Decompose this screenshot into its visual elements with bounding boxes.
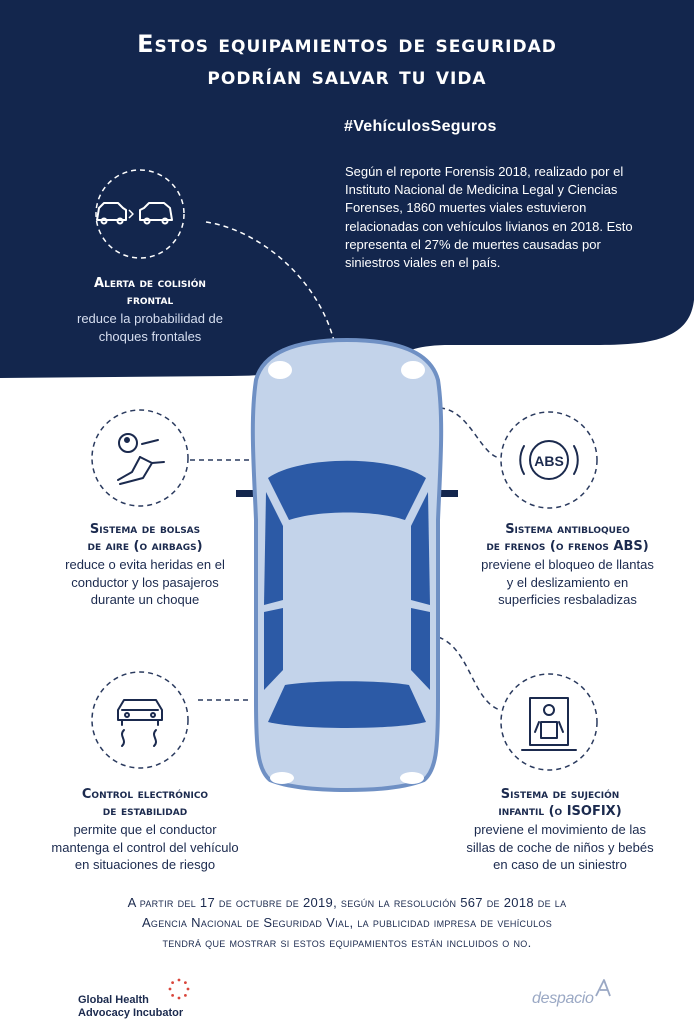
car-taillight-left [270, 772, 294, 784]
despacio-logo-text: despacio [532, 990, 594, 1007]
car-taillight-right [400, 772, 424, 784]
legal-note: A partir del 17 de octubre de 2019, segú… [127, 895, 567, 950]
abs-icon [519, 440, 579, 480]
connector-isofix [429, 634, 501, 711]
car-windshield [268, 460, 426, 520]
feature-title-abs: Sistema antibloqueo de frenos (o frenos … [486, 522, 649, 554]
connector-colision [205, 221, 336, 346]
feature-title-airbags: Sistema de bolsas de aire (o airbags) [87, 522, 203, 554]
car-window-right-front [411, 492, 430, 605]
car-headlight-left [268, 361, 292, 379]
feature-desc-abs: previene el bloqueo de llantas y el desl… [481, 557, 654, 607]
abs-icon-circle: ABS [500, 411, 598, 509]
control-icon-circle [91, 671, 189, 769]
car-window-right-rear [411, 608, 430, 690]
feature-title-isofix: Sistema de sujeción infantil (o ISOFIX) [498, 787, 622, 819]
abs-icon-label: ABS [534, 453, 564, 469]
airbags-icon-circle [91, 409, 189, 507]
car-body [250, 337, 444, 793]
ghai-logo-text: Global Health Advocacy Incubator [78, 994, 184, 1019]
feature-desc-colision: reduce la probabilidad de choques fronta… [77, 311, 223, 344]
connector-abs [439, 407, 501, 459]
header-background [0, 0, 694, 378]
car-headlight-right [401, 361, 425, 379]
car-window-left-rear [264, 608, 283, 690]
feature-desc-control: permite que el conductor mantenga el con… [51, 822, 239, 872]
child-seat-icon [521, 697, 577, 751]
two-cars-icon [96, 202, 173, 225]
colision-icon-circle [95, 169, 185, 259]
despacio-logo-icon [595, 979, 611, 997]
report-text: Según el reporte Forensis 2018, realizad… [345, 164, 633, 271]
airbag-icon [117, 433, 165, 485]
feature-desc-isofix: previene el movimiento de las sillas de … [466, 822, 654, 872]
feature-title-control: Control electrónico de estabilidad [81, 787, 209, 819]
car-window-left-front [264, 492, 283, 605]
skidding-car-icon [117, 699, 163, 747]
hashtag: #VehículosSeguros [344, 118, 497, 135]
isofix-icon-circle [500, 673, 598, 771]
car-rear-window [268, 681, 426, 728]
feature-title-colision: Alerta de colisión frontal [94, 276, 206, 308]
car-illustration [236, 337, 458, 793]
ghai-logo-icon [168, 978, 190, 1000]
feature-desc-airbags: reduce o evita heridas en el conductor y… [65, 557, 225, 607]
page-title: Estos equipamientos de seguridad podrían… [137, 30, 557, 90]
